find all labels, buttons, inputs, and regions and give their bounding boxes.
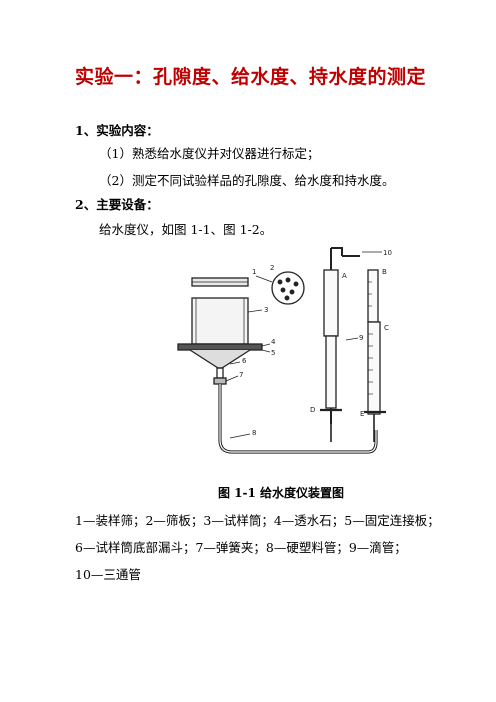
label-5: 5 (271, 349, 275, 357)
label-3: 3 (264, 306, 268, 314)
legend-line-3: 10—三通管 (75, 567, 141, 582)
three-way-tube (342, 251, 382, 257)
label-2: 2 (270, 264, 274, 272)
label-7: 7 (239, 371, 243, 379)
legend-line-1: 1—装样筛；2—筛板；3—试样筒；4—透水石；5—固定连接板； (75, 513, 440, 528)
content-item-1: （1）熟悉给水度仪并对仪器进行标定； (99, 146, 320, 161)
page-title: 实验一：孔隙度、给水度、持水度的测定 (75, 66, 427, 88)
label-A: A (342, 272, 347, 280)
plastic-tube (218, 384, 378, 454)
label-9: 9 (359, 334, 363, 342)
label-E: E (360, 410, 364, 418)
label-B: B (382, 268, 387, 276)
legend-line-2: 6—试样筒底部漏斗；7—弹簧夹；8—硬塑料管；9—滴管； (75, 540, 407, 555)
figure-caption: 图 1-1 给水度仪装置图 (218, 486, 345, 500)
content-item-2: （2）测定不同试验样品的孔隙度、给水度和持水度。 (99, 173, 395, 188)
label-4: 4 (271, 338, 276, 346)
label-1: 1 (252, 268, 256, 276)
section-heading-equipment: 2、主要设备： (75, 197, 159, 212)
label-D: D (310, 406, 315, 414)
burette-left (320, 247, 359, 442)
label-6: 6 (242, 357, 247, 365)
label-C: C (384, 324, 389, 332)
sample-sieve (191, 277, 249, 287)
apparatus-diagram: 1 2 3 4 5 6 7 8 9 10 A B C D E (177, 247, 392, 454)
burette-right (364, 269, 386, 442)
label-8: 8 (252, 429, 256, 437)
section-heading-content: 1、实验内容： (75, 123, 159, 138)
funnel (189, 349, 251, 379)
sieve-plate (255, 271, 305, 305)
sample-cylinder (191, 297, 263, 345)
label-10: 10 (383, 249, 392, 257)
equipment-text: 给水度仪，如图 1-1、图 1-2。 (99, 222, 273, 237)
